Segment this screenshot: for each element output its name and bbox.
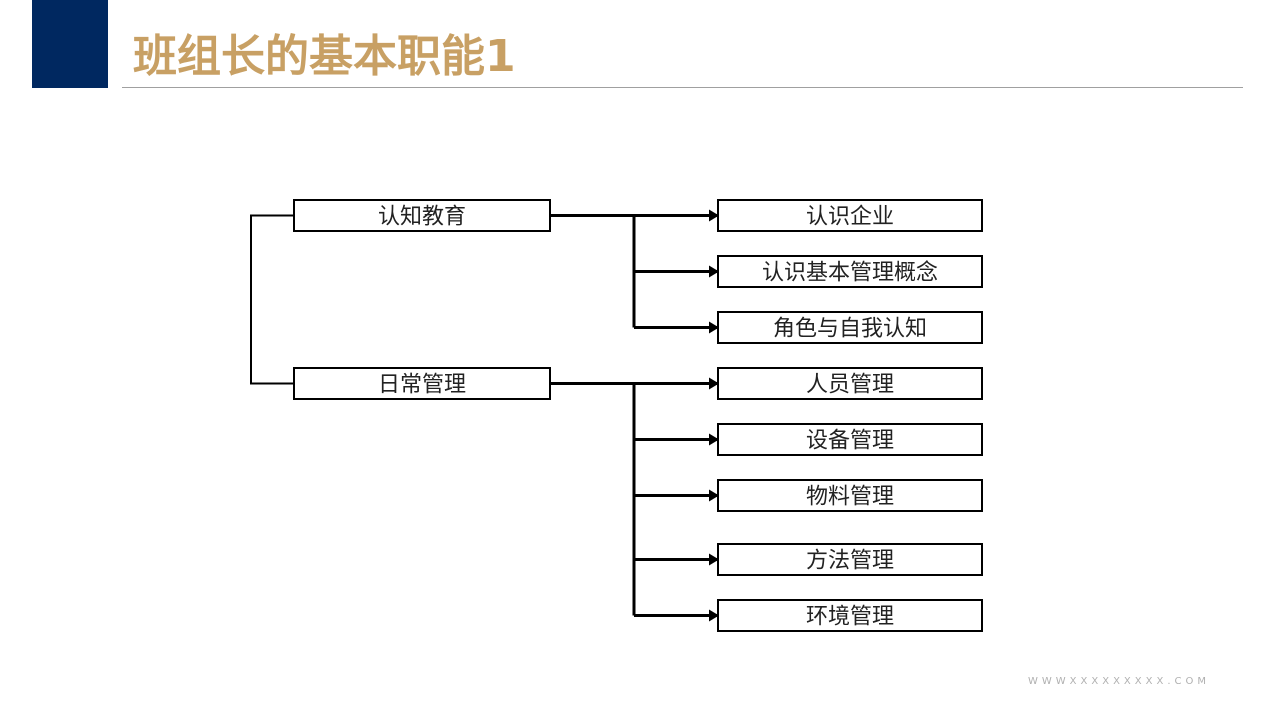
page-title: 班组长的基本职能1 xyxy=(133,31,516,82)
parent-node-label: 认知教育 xyxy=(378,205,466,230)
footer-url: WWWXXXXXXXXX.COM xyxy=(1028,676,1210,687)
child-node-box xyxy=(717,367,983,400)
child-node-box xyxy=(717,479,983,512)
child-node-label: 认识基本管理概念 xyxy=(762,261,938,286)
child-node-label: 方法管理 xyxy=(806,549,894,574)
child-node-label: 物料管理 xyxy=(806,485,894,510)
child-node-label: 设备管理 xyxy=(806,429,894,454)
child-node-box xyxy=(717,311,983,344)
child-node-box xyxy=(717,199,983,232)
child-node-label: 环境管理 xyxy=(806,605,894,630)
child-node-label: 认识企业 xyxy=(806,205,894,230)
header-accent-block xyxy=(32,0,108,88)
child-node-label: 角色与自我认知 xyxy=(773,317,927,342)
child-node-box xyxy=(717,599,983,632)
child-node-box xyxy=(717,423,983,456)
parent-node-box xyxy=(293,367,551,400)
parent-node-label: 日常管理 xyxy=(378,373,466,398)
child-node-box xyxy=(717,255,983,288)
group-bracket xyxy=(250,214,294,385)
child-node-label: 人员管理 xyxy=(806,373,894,398)
title-divider xyxy=(122,87,1243,88)
child-node-box xyxy=(717,543,983,576)
